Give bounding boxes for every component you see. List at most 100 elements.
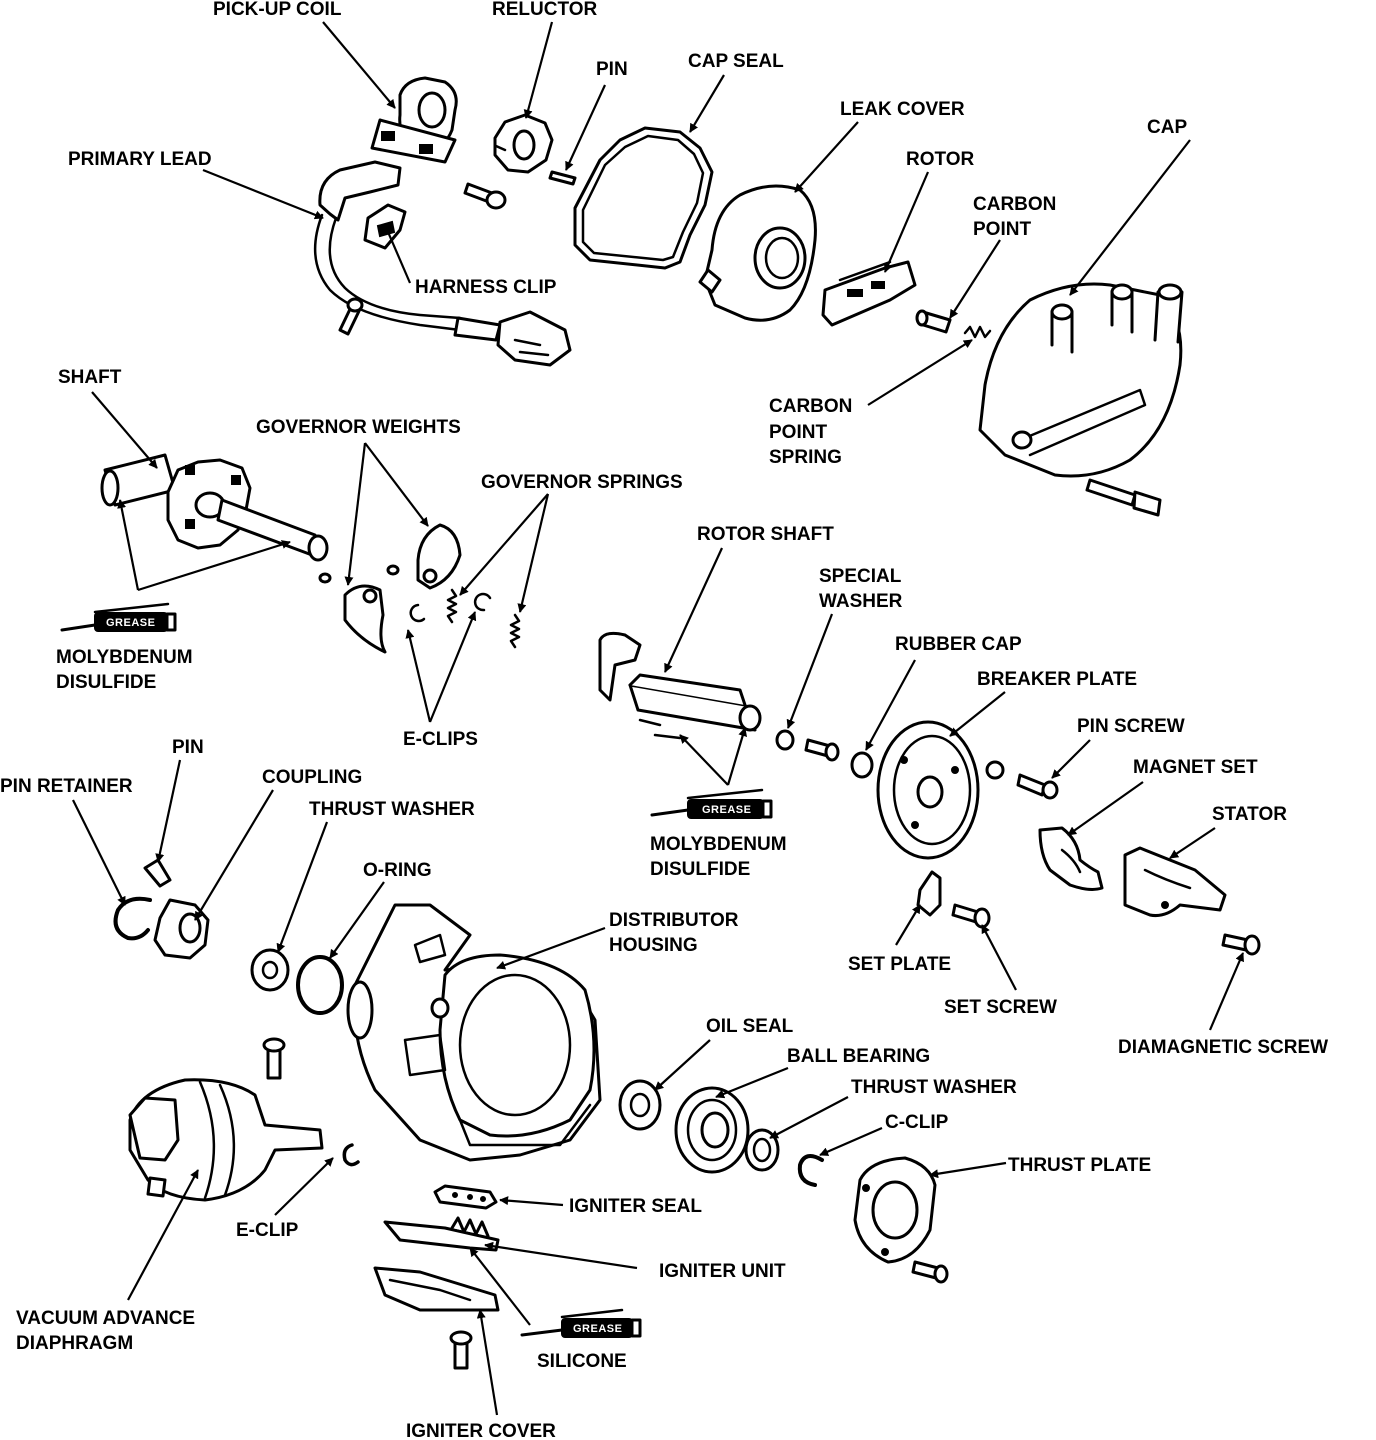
vacuum-advance-diaphragm-part bbox=[128, 1078, 324, 1202]
label-leak-cover: LEAK COVER bbox=[840, 99, 965, 120]
label-special-washer-line2: WASHER bbox=[819, 591, 903, 612]
label-carbon-point-spring-line3: SPRING bbox=[769, 447, 842, 468]
magnet-set-part bbox=[1038, 826, 1104, 891]
label-shaft: SHAFT bbox=[58, 367, 122, 388]
set-screw-part bbox=[951, 903, 991, 929]
screw-part bbox=[338, 297, 364, 336]
pickup-coil-part bbox=[370, 76, 458, 164]
label-diamagnetic-screw: DIAMAGNETIC SCREW bbox=[1118, 1037, 1328, 1058]
rotor-part bbox=[821, 260, 917, 327]
label-primary-lead: PRIMARY LEAD bbox=[68, 149, 212, 170]
grease-tube-bottom-label: GREASE bbox=[573, 1323, 622, 1335]
leader-lines bbox=[72, 21, 1245, 1416]
distributor-housing-part bbox=[346, 903, 602, 1162]
label-reluctor: RELUCTOR bbox=[492, 0, 597, 20]
c-clip-part bbox=[797, 1154, 824, 1187]
label-breaker-plate: BREAKER PLATE bbox=[977, 669, 1137, 690]
thrust-washer-right-part bbox=[744, 1128, 780, 1172]
o-ring-part bbox=[296, 955, 344, 1015]
label-ball-bearing: BALL BEARING bbox=[787, 1046, 930, 1067]
label-cap-seal: CAP SEAL bbox=[688, 51, 784, 72]
label-moly-left-line2: DISULFIDE bbox=[56, 672, 156, 693]
label-vacuum-advance-line2: DIAPHRAGM bbox=[16, 1333, 133, 1354]
label-silicone: SILICONE bbox=[537, 1351, 627, 1372]
cap-seal-part bbox=[573, 126, 714, 270]
grease-tube-left-label: GREASE bbox=[106, 617, 155, 629]
grease-tube-right-label: GREASE bbox=[702, 804, 751, 816]
label-thrust-washer-right: THRUST WASHER bbox=[851, 1077, 1017, 1098]
governor-spring-part bbox=[446, 588, 521, 649]
thrust-plate-part bbox=[853, 1156, 937, 1264]
cap-screw-part bbox=[1085, 478, 1162, 517]
label-c-clip: C-CLIP bbox=[885, 1112, 949, 1133]
label-thrust-plate: THRUST PLATE bbox=[1008, 1155, 1151, 1176]
label-cap: CAP bbox=[1147, 117, 1187, 138]
label-special-washer-line1: SPECIAL bbox=[819, 566, 902, 587]
label-pin-top: PIN bbox=[596, 59, 628, 80]
label-pin-screw: PIN SCREW bbox=[1077, 716, 1185, 737]
special-washer-part bbox=[775, 729, 795, 751]
label-distributor-housing-line2: HOUSING bbox=[609, 935, 698, 956]
pin-left-part bbox=[143, 858, 172, 888]
labels: PICK-UP COIL RELUCTOR PIN CAP SEAL LEAK … bbox=[0, 0, 1328, 1440]
igniter-seal-part bbox=[433, 1184, 498, 1210]
coupling-part bbox=[153, 898, 210, 960]
label-moly-right-line2: DISULFIDE bbox=[650, 859, 750, 880]
label-set-plate: SET PLATE bbox=[848, 954, 951, 975]
label-set-screw: SET SCREW bbox=[944, 997, 1057, 1018]
label-governor-springs: GOVERNOR SPRINGS bbox=[481, 472, 683, 493]
screw-part bbox=[804, 738, 840, 762]
screw-part bbox=[449, 1330, 473, 1370]
pin-screw-part bbox=[985, 760, 1059, 800]
carbon-point-part bbox=[915, 309, 952, 334]
rubber-cap-part bbox=[850, 751, 874, 779]
label-stator: STATOR bbox=[1212, 804, 1287, 825]
igniter-unit-part bbox=[383, 1216, 500, 1252]
label-carbon-point-spring-line1: CARBON bbox=[769, 396, 852, 417]
breaker-plate-part bbox=[876, 720, 980, 860]
label-carbon-point-spring-line2: POINT bbox=[769, 422, 827, 443]
label-carbon-point-line1: CARBON bbox=[973, 194, 1056, 215]
label-vacuum-advance-line1: VACUUM ADVANCE bbox=[16, 1308, 195, 1329]
label-igniter-cover: IGNITER COVER bbox=[406, 1421, 556, 1440]
grease-tube-right: GREASE bbox=[650, 788, 773, 819]
label-moly-left-line1: MOLYBDENUM bbox=[56, 647, 193, 668]
pin-top-part bbox=[548, 170, 577, 186]
label-pin-retainer: PIN RETAINER bbox=[0, 776, 133, 797]
label-e-clips: E-CLIPS bbox=[403, 729, 478, 750]
governor-weight-part bbox=[416, 523, 462, 590]
thrust-washer-left-part bbox=[250, 948, 290, 992]
label-magnet-set: MAGNET SET bbox=[1133, 757, 1258, 778]
screw-part bbox=[911, 1260, 949, 1284]
label-harness-clip: HARNESS CLIP bbox=[415, 277, 557, 298]
label-rotor: ROTOR bbox=[906, 149, 975, 170]
label-thrust-washer-left: THRUST WASHER bbox=[309, 799, 475, 820]
label-carbon-point-line2: POINT bbox=[973, 219, 1031, 240]
label-pin-left: PIN bbox=[172, 737, 204, 758]
e-clip-part bbox=[409, 592, 492, 623]
e-clip-bottom-part bbox=[342, 1143, 360, 1167]
primary-lead-part bbox=[313, 160, 572, 367]
set-plate-part bbox=[916, 870, 942, 917]
reluctor-part bbox=[493, 113, 554, 174]
governor-weight-part bbox=[343, 584, 387, 654]
label-governor-weights: GOVERNOR WEIGHTS bbox=[256, 417, 461, 438]
label-moly-right-line1: MOLYBDENUM bbox=[650, 834, 787, 855]
label-rotor-shaft: ROTOR SHAFT bbox=[697, 524, 834, 545]
ball-bearing-part bbox=[674, 1086, 750, 1174]
oil-seal-part bbox=[618, 1079, 662, 1131]
grease-tube-bottom: GREASE bbox=[520, 1308, 642, 1338]
screw-part bbox=[463, 182, 507, 210]
label-coupling: COUPLING bbox=[262, 767, 362, 788]
grease-tube-left: GREASE bbox=[60, 602, 177, 632]
diamagnetic-screw-part bbox=[1221, 933, 1261, 956]
label-oil-seal: OIL SEAL bbox=[706, 1016, 794, 1037]
label-e-clip: E-CLIP bbox=[236, 1220, 299, 1241]
small-pin-part bbox=[318, 564, 400, 584]
shaft-part bbox=[100, 453, 329, 562]
screw-part bbox=[262, 1037, 286, 1080]
label-o-ring: O-RING bbox=[363, 860, 432, 881]
rotor-shaft-part bbox=[598, 631, 762, 740]
